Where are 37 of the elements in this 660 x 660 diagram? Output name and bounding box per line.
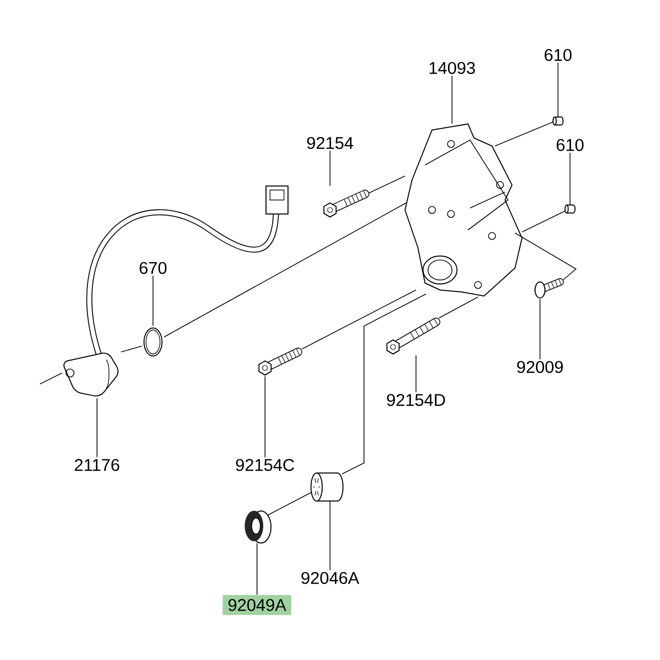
part-number: 92049A [222, 594, 292, 616]
leader-line [264, 376, 266, 458]
assembly-line [268, 492, 312, 516]
assembly-line [494, 122, 554, 146]
seal-drawing [244, 510, 272, 544]
leader-line [152, 275, 154, 326]
part-number: 92009 [517, 360, 563, 374]
bolt-drawing [323, 190, 370, 218]
bolt-drawing [386, 318, 440, 355]
leader-line [256, 542, 258, 596]
assembly-line [368, 176, 406, 194]
assembly-line [514, 232, 577, 280]
pin-drawing [552, 116, 564, 126]
part-number: 92154C [236, 458, 294, 472]
part-number: 610 [556, 138, 584, 152]
pin-drawing [564, 204, 576, 214]
part-number: 92046A [302, 572, 360, 584]
assembly-line [342, 294, 426, 474]
assembly-line [40, 372, 62, 384]
leader-line [96, 398, 98, 458]
bolt-drawing [258, 348, 302, 376]
bearing-drawing [310, 472, 344, 502]
assembly-line [302, 290, 416, 350]
part-number: 14093 [430, 62, 475, 74]
assembly-line [120, 346, 142, 352]
sensor-drawing [63, 352, 119, 396]
screw-drawing [534, 278, 564, 298]
part-number: 92154D [387, 394, 445, 406]
assembly-line [164, 202, 406, 338]
o-ring-drawing [144, 328, 162, 356]
part-number: 21176 [74, 458, 120, 472]
assembly-line [438, 296, 478, 318]
housing-drawing [404, 123, 523, 297]
part-number: 92154 [307, 136, 354, 150]
part-number: 610 [544, 48, 572, 62]
assembly-line [522, 210, 566, 232]
part-number: 670 [140, 262, 167, 274]
